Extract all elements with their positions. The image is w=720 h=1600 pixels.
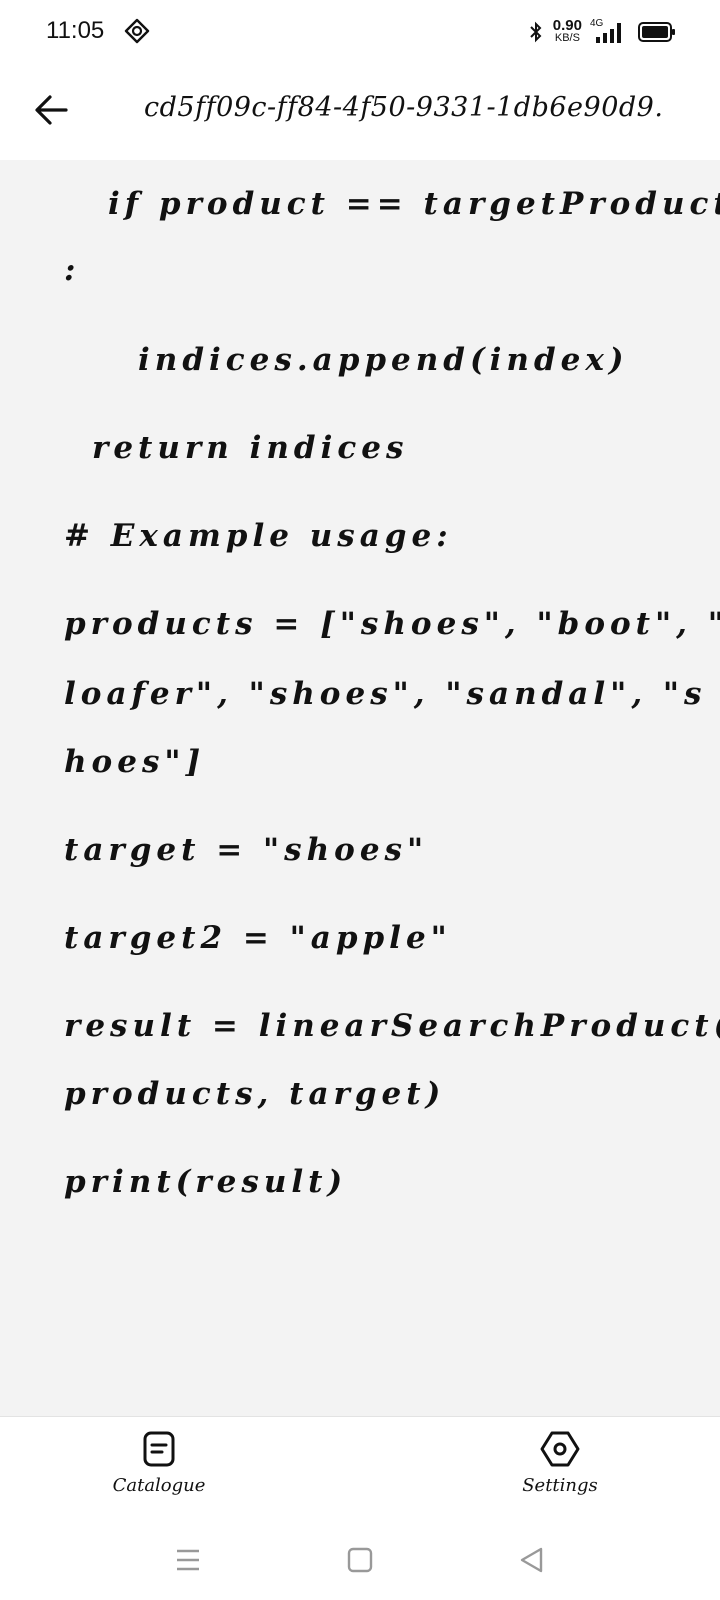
recents-button[interactable]	[168, 1540, 208, 1580]
network-speed: 0.90 KB/S	[552, 17, 582, 44]
network-type-label: 4G	[590, 18, 604, 29]
code-line: loafer", "shoes", "sandal", "s	[64, 676, 707, 712]
system-back-button[interactable]	[512, 1540, 552, 1580]
code-line: return indices	[92, 430, 409, 466]
code-line: indices.append(index)	[138, 342, 629, 378]
page-title: cd5ff09c-ff84-4f50-9331-1db6e90d9.	[144, 92, 664, 123]
status-icons: 0.90 KB/S 4G	[527, 18, 676, 46]
catalogue-label: Catalogue	[112, 1475, 206, 1496]
code-line: target = "shoes"	[64, 832, 429, 868]
signal-indicator: 4G	[590, 18, 630, 44]
reader-content[interactable]: if product == targetProduct : indices.ap…	[0, 160, 720, 1416]
home-icon	[347, 1547, 373, 1573]
menu-icon	[177, 1549, 199, 1571]
app-header: cd5ff09c-ff84-4f50-9331-1db6e90d9.	[0, 64, 720, 160]
bluetooth-icon	[530, 21, 542, 43]
code-line: products = ["shoes", "boot", "	[64, 606, 720, 642]
signal-icon	[596, 23, 621, 43]
status-time: 11:05	[46, 17, 105, 44]
code-line: products, target)	[64, 1076, 446, 1112]
settings-tab[interactable]: Settings	[490, 1429, 630, 1496]
code-line: result = linearSearchProduct(	[64, 1008, 720, 1044]
code-line: # Example usage:	[64, 518, 453, 554]
code-line: hoes"]	[64, 744, 206, 780]
home-button[interactable]	[340, 1540, 380, 1580]
code-line: :	[64, 252, 81, 288]
arrow-left-icon	[35, 95, 68, 125]
document-icon	[143, 1431, 175, 1467]
code-line: if product == targetProduct	[108, 186, 720, 222]
network-speed-value: 0.90	[552, 17, 582, 34]
system-nav-bar	[0, 1520, 720, 1600]
settings-label: Settings	[522, 1475, 598, 1496]
battery-icon	[638, 22, 675, 42]
screen-rotation-icon	[124, 18, 150, 44]
catalogue-tab[interactable]: Catalogue	[89, 1429, 229, 1496]
back-button[interactable]	[28, 86, 76, 134]
status-bar: 11:05 0.90 KB/S 4G	[0, 0, 720, 64]
bottom-nav: Catalogue Settings	[0, 1416, 720, 1521]
code-line: print(result)	[64, 1164, 348, 1200]
network-speed-unit: KB/S	[554, 32, 580, 44]
hexagon-gear-icon	[540, 1431, 580, 1467]
code-line: target2 = "apple"	[64, 920, 452, 956]
back-triangle-icon	[520, 1547, 543, 1573]
